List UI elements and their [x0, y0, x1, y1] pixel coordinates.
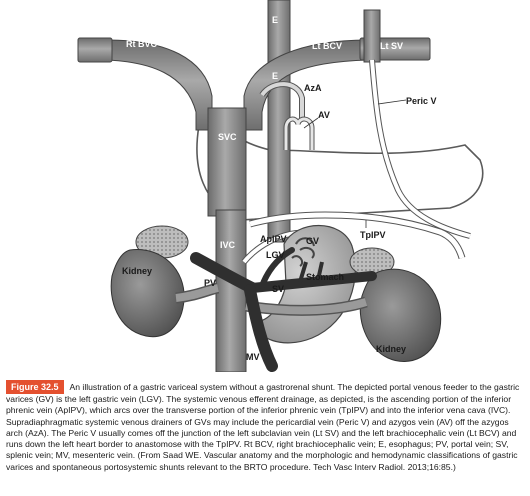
label-esophagus-top: E [272, 15, 278, 25]
label-peric-v: Peric V [406, 96, 437, 106]
label-kidney-left: Kidney [122, 266, 152, 276]
kidney-left-shape [110, 249, 185, 338]
inferior-vena-cava [215, 209, 247, 372]
label-gv: GV [306, 236, 319, 246]
short-gastric-veins [298, 261, 324, 283]
label-kidney-right: Kidney [376, 344, 406, 354]
kidney-right-shape [359, 268, 442, 362]
label-svc: SVC [218, 132, 237, 142]
label-esophagus-mid: E [272, 71, 278, 81]
label-aza: AzA [304, 83, 322, 93]
left-gastric-vein [259, 247, 295, 289]
label-lgv: LGV [266, 250, 285, 260]
label-rt-bvc: Rt BVC [126, 39, 157, 49]
label-tpipv: TpIPV [360, 230, 386, 240]
label-lt-sv: Lt SV [380, 41, 403, 51]
label-sv: SV [272, 284, 284, 294]
superior-vena-cava [207, 107, 247, 217]
label-av: AV [318, 110, 330, 120]
label-pv: PV [204, 278, 216, 288]
left-subclavian-vein [363, 9, 381, 63]
mesenteric-vein [244, 284, 278, 372]
caption-text: An illustration of a gastric variceal sy… [6, 382, 520, 472]
label-stomach: Stomach [306, 272, 344, 282]
gastric-variceal-diagram: E Rt BVC Lt BCV Lt SV E AzA Peric V AV S… [77, 0, 484, 372]
label-apipv: ApIPV [260, 234, 287, 244]
label-mv: MV [246, 352, 260, 362]
leader-av [303, 117, 319, 129]
label-ivc: IVC [220, 240, 236, 250]
label-lt-bcv: Lt BCV [312, 41, 342, 51]
figure-label: Figure 32.5 [6, 380, 64, 394]
leader-peric-v [377, 99, 407, 105]
gastric-varices [291, 237, 315, 267]
